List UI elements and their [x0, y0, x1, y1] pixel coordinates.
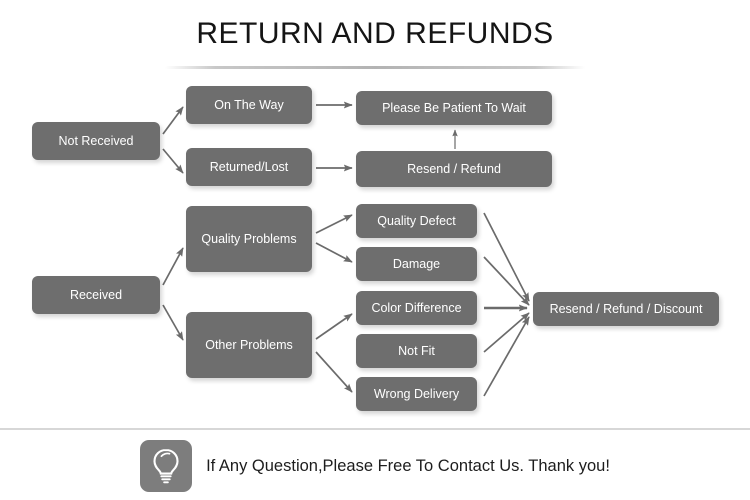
node-label: Quality Defect [377, 213, 456, 228]
node-returned-lost[interactable]: Returned/Lost [186, 148, 312, 186]
edge-not-received-on-the-way [162, 106, 184, 135]
lightbulb-glyph [153, 448, 179, 484]
node-received[interactable]: Received [32, 276, 160, 314]
node-wrong-delivery[interactable]: Wrong Delivery [356, 377, 477, 411]
arrow-layer [162, 101, 530, 397]
title-divider [165, 66, 585, 69]
footer-divider [0, 428, 750, 430]
node-color-difference[interactable]: Color Difference [356, 291, 477, 325]
node-not-received[interactable]: Not Received [32, 122, 160, 160]
edge-quality-defect-final [483, 212, 530, 302]
node-label: Damage [392, 256, 441, 271]
footer: If Any Question,Please Free To Contact U… [0, 432, 750, 500]
node-label: Quality Problems [201, 231, 297, 246]
node-label: Please Be Patient To Wait [382, 100, 526, 115]
node-quality-defect[interactable]: Quality Defect [356, 204, 477, 238]
edge-other-problems-wrong-delivery [315, 351, 353, 393]
node-resend-refund[interactable]: Resend / Refund [356, 151, 552, 187]
node-damage[interactable]: Damage [356, 247, 477, 281]
node-label: Resend / Refund / Discount [549, 301, 703, 316]
node-label: On The Way [214, 97, 284, 112]
edge-not-received-returned-lost [162, 148, 184, 174]
node-label: Color Difference [371, 300, 462, 315]
edge-received-quality-problems [162, 247, 184, 286]
lightbulb-icon [140, 440, 193, 492]
edge-quality-problems-quality-defect [315, 214, 353, 234]
edge-quality-problems-damage [315, 242, 353, 263]
edge-other-problems-color-difference [315, 313, 353, 340]
node-on-the-way[interactable]: On The Way [186, 86, 312, 124]
edge-received-other-problems [162, 304, 184, 341]
edge-damage-final [483, 256, 530, 306]
node-label: Not Received [58, 133, 134, 148]
page-title: RETURN AND REFUNDS [196, 17, 554, 50]
node-resend-refund-discount[interactable]: Resend / Refund / Discount [533, 292, 719, 326]
node-please-be-patient-to-wait[interactable]: Please Be Patient To Wait [356, 91, 552, 125]
edge-not-fit-final [483, 312, 530, 353]
node-label: Not Fit [398, 343, 435, 358]
node-not-fit[interactable]: Not Fit [356, 334, 477, 368]
flowchart: Not Received On The Way Returned/Lost Pl… [32, 86, 719, 411]
node-label: Other Problems [205, 337, 293, 352]
node-other-problems[interactable]: Other Problems [186, 312, 312, 378]
node-label: Resend / Refund [407, 161, 501, 176]
node-quality-problems[interactable]: Quality Problems [186, 206, 312, 272]
node-label: Returned/Lost [209, 159, 289, 174]
edge-wrong-delivery-final [483, 316, 530, 397]
footer-message: If Any Question,Please Free To Contact U… [206, 456, 610, 475]
node-label: Received [69, 287, 123, 302]
node-label: Wrong Delivery [373, 386, 460, 401]
